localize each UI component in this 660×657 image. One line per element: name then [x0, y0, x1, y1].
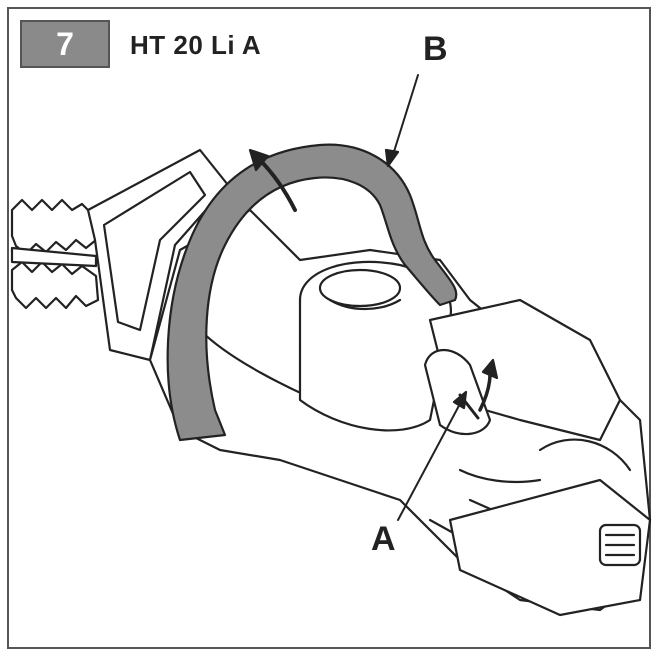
blade — [10, 198, 100, 310]
step-number-badge: 7 — [20, 20, 110, 68]
callout-label-b: B — [423, 30, 448, 68]
front-loop-handle — [166, 143, 458, 442]
callout-a-leader — [397, 390, 468, 521]
handle-rotation-arrow — [248, 148, 297, 212]
battery-pack — [448, 478, 652, 617]
callout-b-leader — [384, 74, 419, 168]
model-title: HT 20 Li A — [130, 30, 262, 60]
rear-handle — [423, 298, 622, 442]
motor-cover — [298, 260, 452, 432]
callout-label-a: A — [371, 520, 396, 558]
hand-guard — [86, 148, 230, 362]
release-lever-arrow — [458, 358, 499, 420]
